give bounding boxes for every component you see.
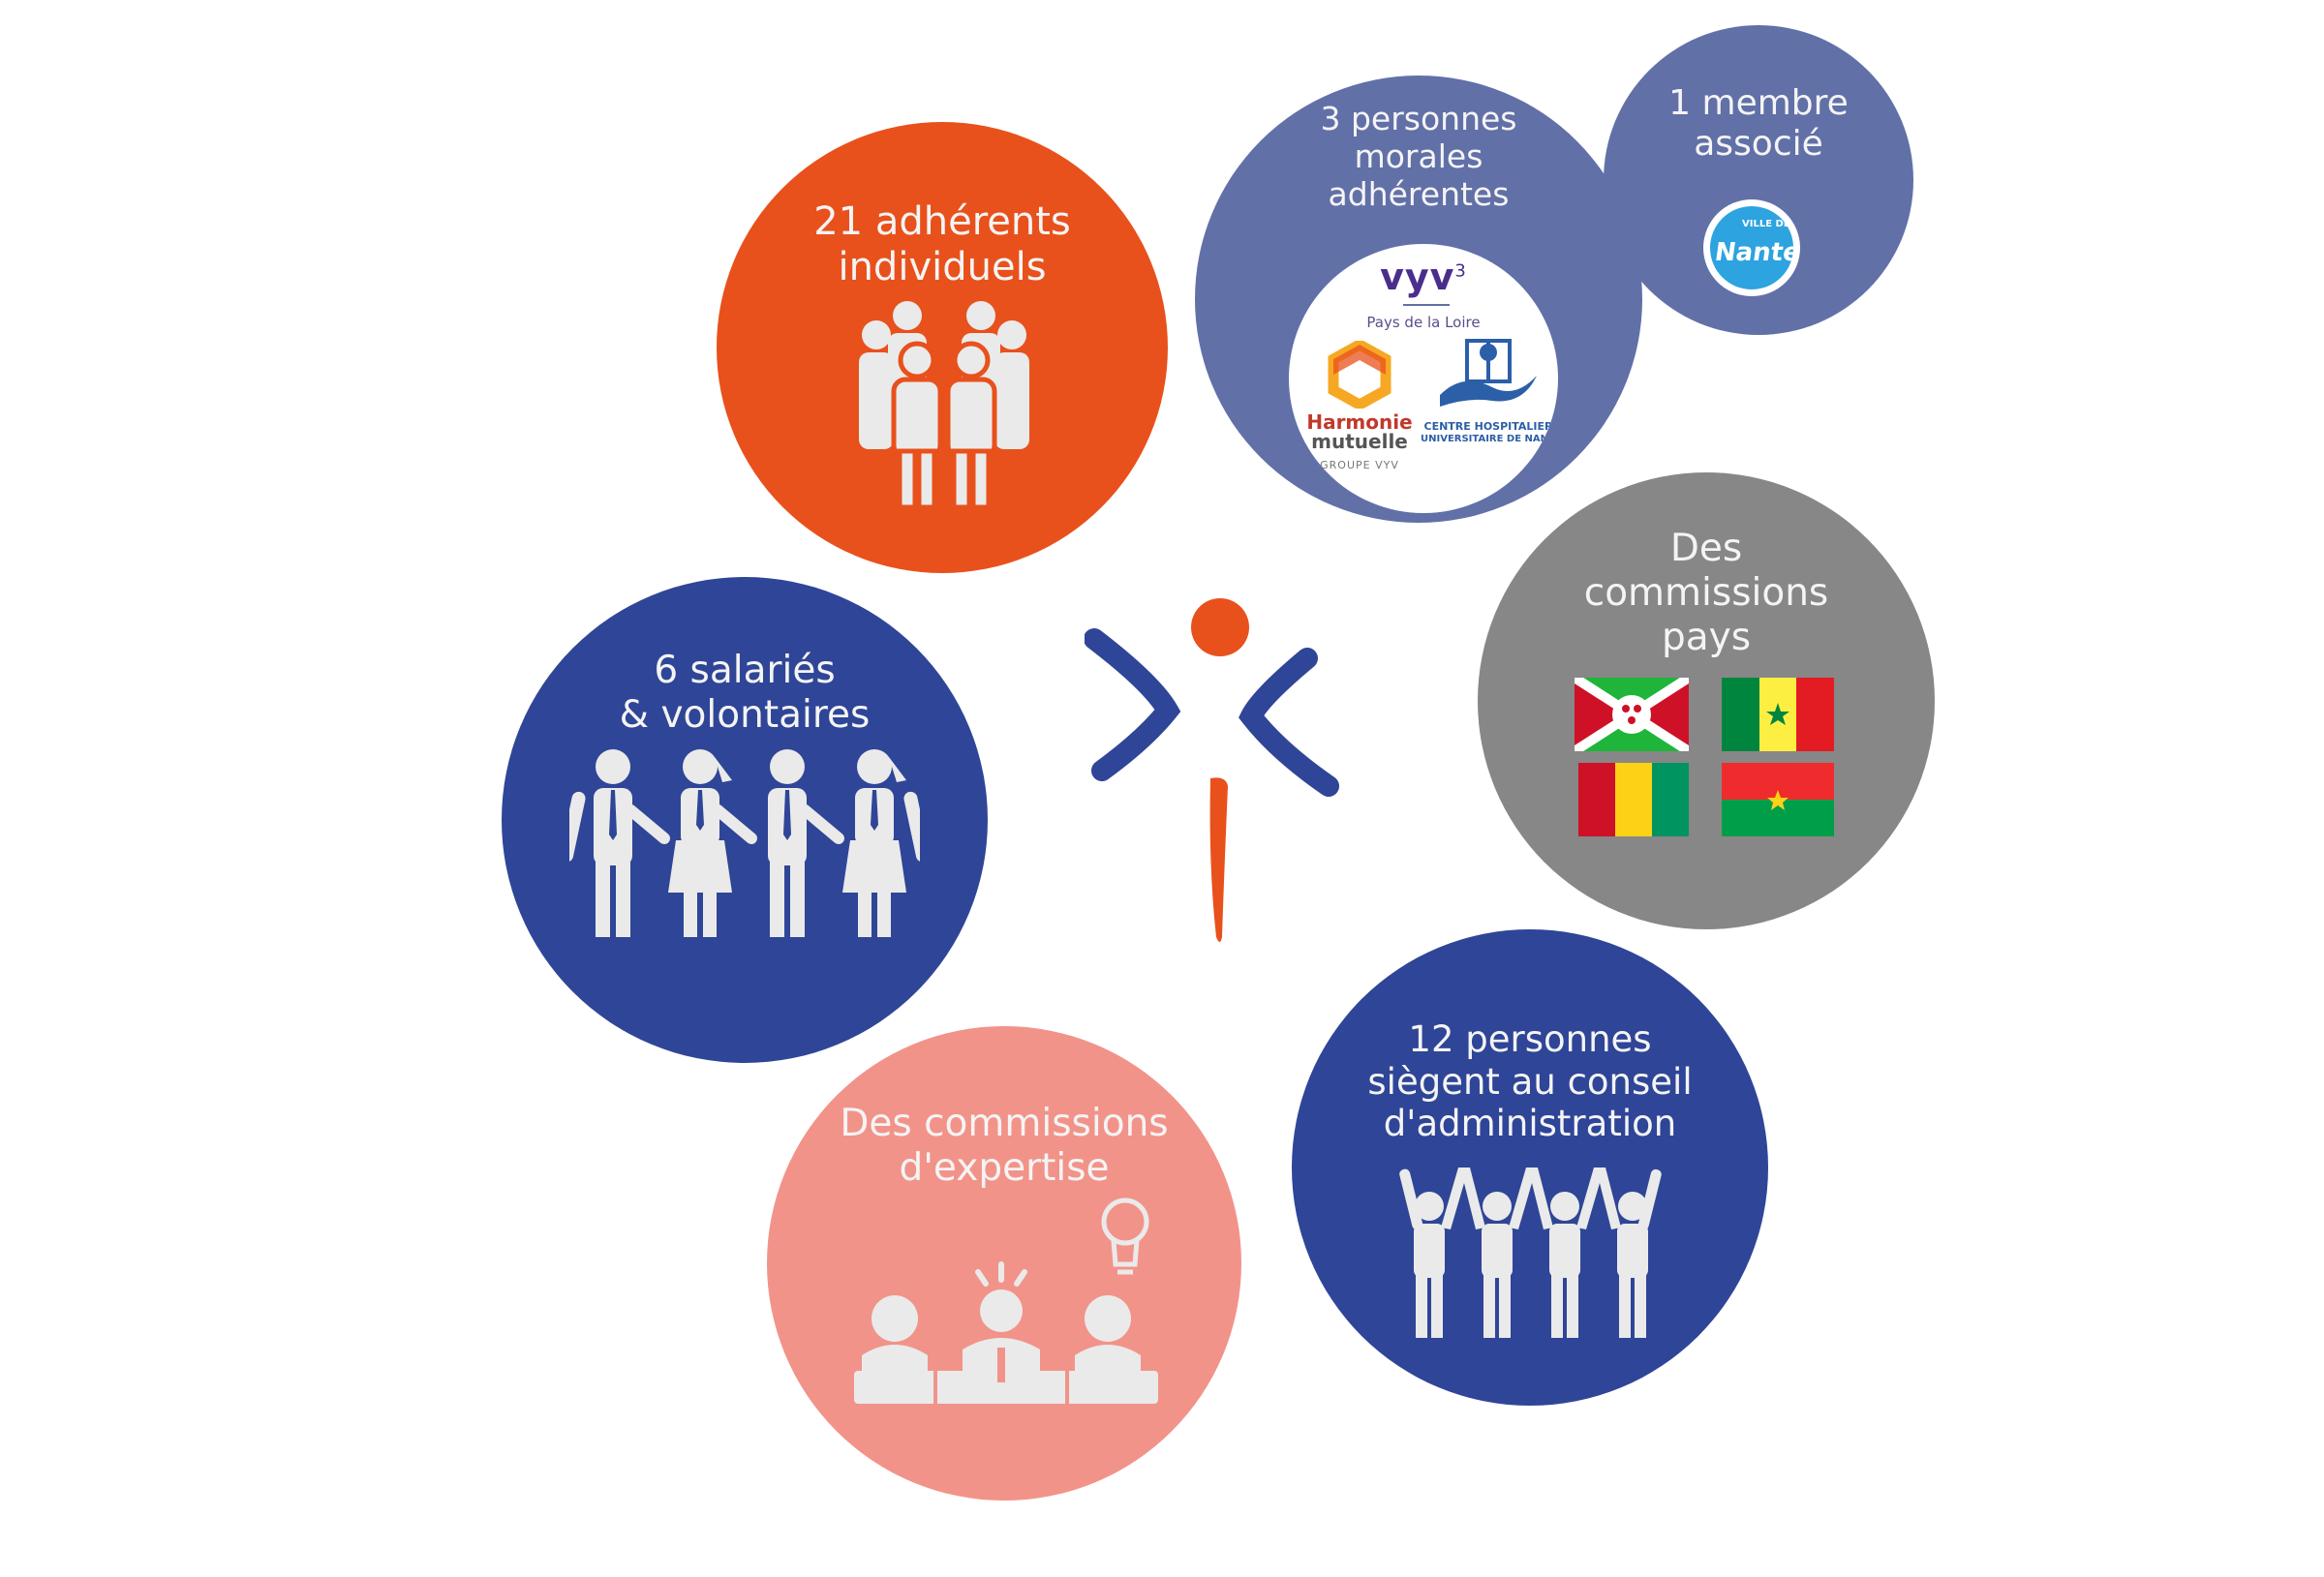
staff-icon (569, 749, 920, 937)
vyv-subtitle: Pays de la Loire (1366, 314, 1481, 331)
circle-expertise: Des commissions d'expertise (767, 1026, 1241, 1501)
chu-line2: UNIVERSITAIRE DE NANTES (1421, 434, 1558, 444)
raised-hands-icon (1399, 1168, 1662, 1338)
partner-logos-panel: vyv3 Pays de la Loire Harmonie mutuelle … (1289, 244, 1558, 513)
circle-commissions-pays: Des commissions pays (1478, 472, 1935, 929)
organisation-logo-icon (1085, 598, 1339, 942)
circle-conseil: 12 personnes siègent au conseil d'admini… (1292, 929, 1768, 1406)
flag-guinee (1578, 763, 1689, 836)
circle-adherents: 21 adhérents individuels (717, 122, 1168, 573)
harmonie-line1: Harmonie (1306, 410, 1413, 434)
chu-line1: CENTRE HOSPITALIER (1423, 420, 1553, 433)
membre-associe-label: 1 membre associé (1668, 83, 1849, 165)
ville-nantes-logo: VILLE DE Nantes (1703, 199, 1800, 296)
flag-burkina-faso (1722, 763, 1834, 836)
conseil-label: 12 personnes siègent au conseil d'admini… (1367, 1018, 1693, 1145)
vyv-divider (1403, 304, 1450, 306)
circle-salaries: 6 salariés & volontaires (502, 577, 988, 1063)
vyv-logo: vyv3 (1380, 256, 1467, 298)
salaries-label: 6 salariés & volontaires (619, 649, 871, 738)
circle-personnes-morales: 3 personnes morales adhérentes vyv3 Pays… (1195, 76, 1642, 523)
expertise-label: Des commissions d'expertise (840, 1102, 1169, 1191)
adherents-label: 21 adhérents individuels (813, 199, 1071, 290)
personnes-morales-label: 3 personnes morales adhérentes (1320, 100, 1517, 213)
commissions-pays-label: Des commissions pays (1583, 527, 1829, 660)
circle-membre-associe: 1 membre associé VILLE DE Nantes (1604, 25, 1913, 335)
crowd-icon (859, 301, 1029, 509)
harmonie-line2: mutuelle (1311, 430, 1408, 453)
chu-logo-icon (1440, 339, 1537, 407)
flag-burundi (1575, 678, 1689, 751)
harmonie-hexagon-icon (1328, 341, 1391, 409)
harmonie-line3: GROUPE VYV (1320, 459, 1399, 471)
lightbulb-icon (1101, 1198, 1149, 1275)
meeting-icon (854, 1198, 1158, 1404)
flag-senegal (1722, 678, 1834, 751)
ville-nantes-small: VILLE DE (1742, 219, 1790, 229)
ville-nantes-big: Nantes (1712, 238, 1800, 267)
